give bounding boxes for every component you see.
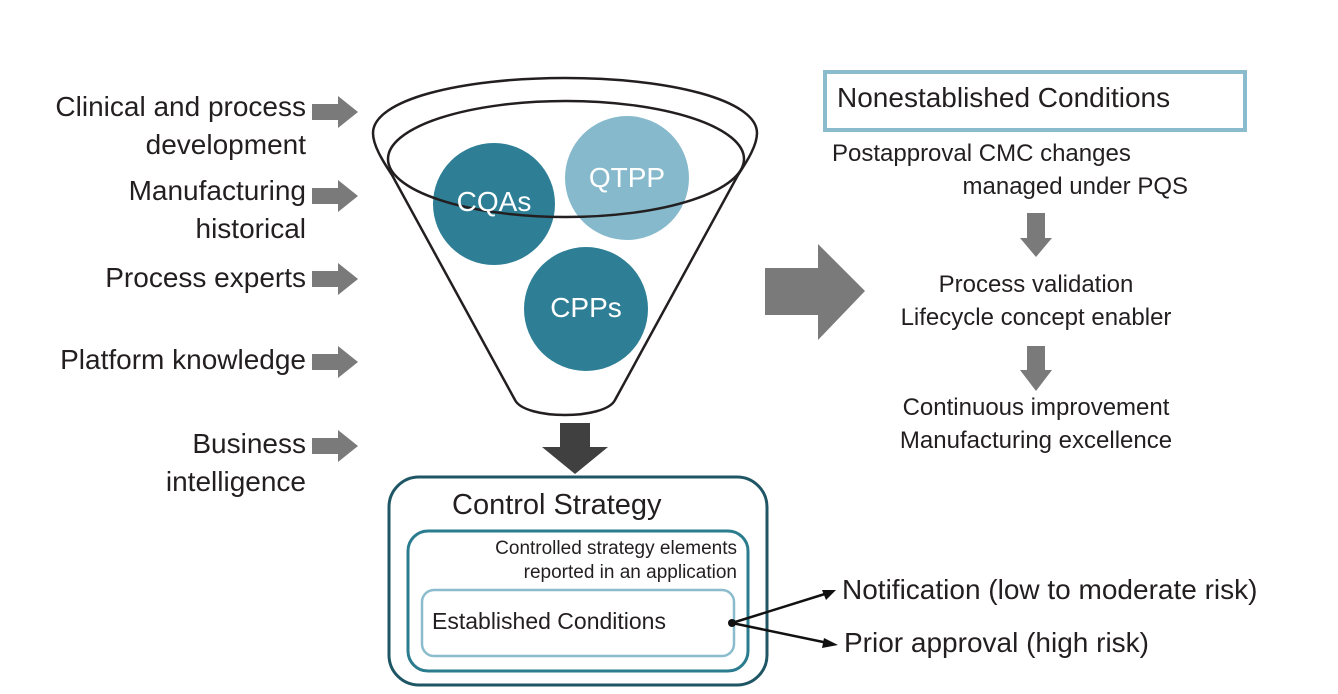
input-label-business: Business intelligence	[166, 425, 306, 501]
input-label-line: Business	[192, 428, 306, 459]
circle-label-qtpp: QTPP	[588, 162, 666, 193]
funnel-rim	[386, 99, 746, 219]
input-arrow-2	[312, 180, 358, 212]
input-label-process-experts: Process experts	[105, 259, 306, 297]
step-line: Process validation	[938, 271, 1134, 298]
down-arrow-step2	[1020, 346, 1052, 391]
step3-text: Continuous improvement Manufacturing exc…	[860, 391, 1212, 457]
step2-text: Process validation Lifecycle concept ena…	[860, 268, 1212, 334]
funnel-outline	[371, 76, 759, 417]
circle-cpps	[524, 247, 648, 371]
circle-cqas	[433, 143, 555, 265]
circle-label-cqas: CQAs	[456, 186, 532, 217]
notification-label: Notification (low to moderate risk)	[842, 574, 1258, 605]
input-label-line: historical	[195, 213, 306, 244]
down-arrow-step1	[1020, 213, 1052, 257]
circle-label-cpps: CPPs	[550, 292, 622, 323]
input-label-line: Process experts	[105, 262, 306, 293]
step-line: Manufacturing excellence	[899, 427, 1173, 454]
notification-arrowhead	[822, 590, 836, 600]
input-label-manufacturing: Manufacturing historical	[129, 172, 306, 248]
step-line: Lifecycle concept enabler	[900, 304, 1172, 331]
control-strategy-title: Control Strategy	[452, 489, 662, 521]
control-strategy-middle-box	[406, 529, 750, 673]
nonestablished-conditions-box: Nonestablished Conditions	[823, 70, 1247, 132]
down-arrow-dark	[542, 423, 608, 474]
step-line: Postapproval CMC changes	[832, 140, 1131, 167]
nonestablished-conditions-title: Nonestablished Conditions	[837, 82, 1171, 113]
input-label-line: Clinical and process	[55, 91, 306, 122]
control-strategy-subtitle: Controlled strategy elements reported in…	[414, 537, 737, 585]
input-label-line: Platform knowledge	[60, 344, 306, 375]
input-label-clinical: Clinical and process development	[55, 88, 306, 164]
input-arrow-5	[312, 430, 358, 462]
control-strategy-outer-box	[387, 475, 769, 687]
input-label-line: Manufacturing	[128, 175, 306, 206]
input-arrow-1	[312, 96, 358, 128]
input-arrow-4	[312, 346, 358, 378]
input-label-line: development	[145, 129, 306, 160]
subtitle-line: Controlled strategy elements	[495, 538, 737, 559]
input-arrow-3	[312, 263, 358, 295]
subtitle-line: reported in an application	[523, 562, 737, 583]
step1-text: Postapproval CMC changes managed under P…	[832, 137, 1188, 203]
step-line: managed under PQS	[962, 173, 1188, 200]
prior-approval-label: Prior approval (high risk)	[844, 627, 1149, 658]
input-label-platform-knowledge: Platform knowledge	[60, 341, 306, 379]
input-label-line: intelligence	[165, 466, 306, 497]
established-conditions-label: Established Conditions	[432, 608, 666, 634]
big-right-arrow	[765, 244, 865, 340]
step-line: Continuous improvement	[902, 394, 1170, 421]
prior-approval-arrowhead	[822, 638, 838, 648]
